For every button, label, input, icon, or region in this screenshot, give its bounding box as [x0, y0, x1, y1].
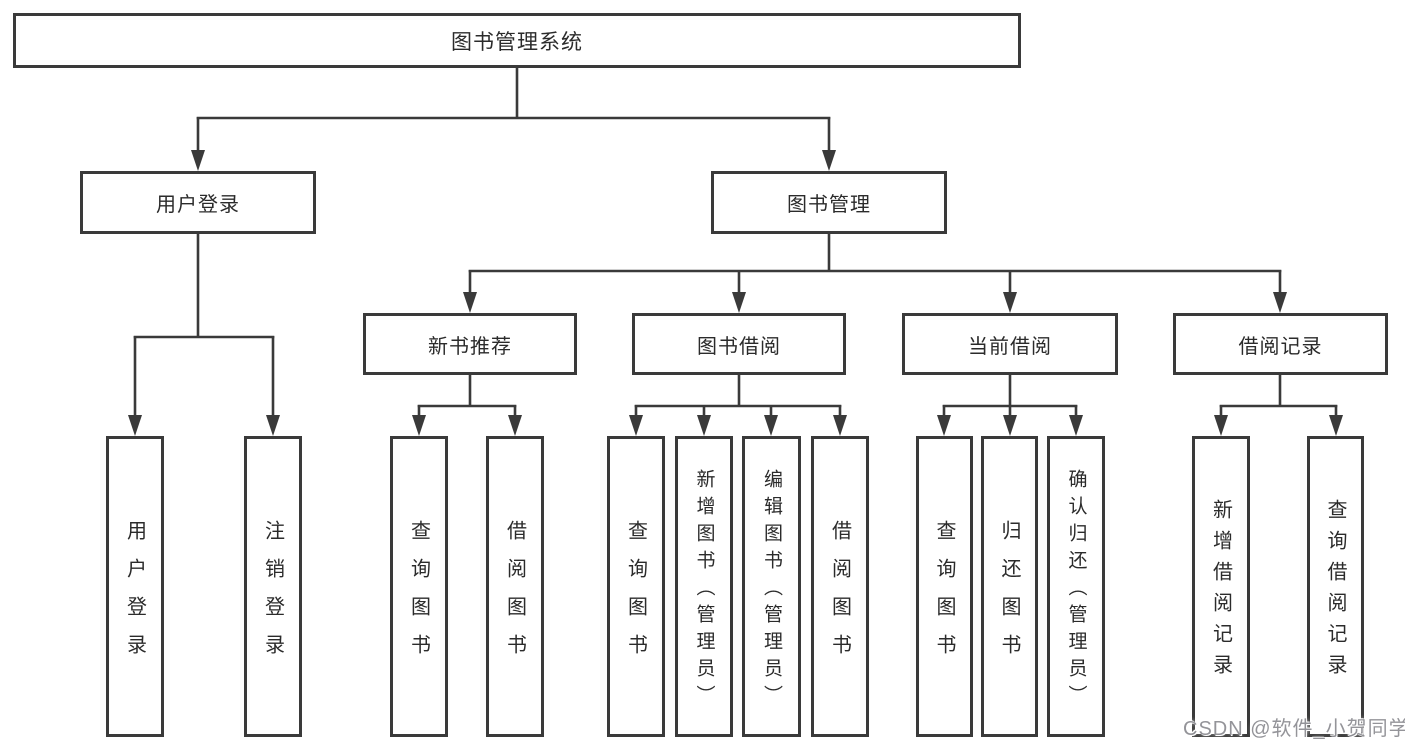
connector-root-branch — [191, 68, 836, 171]
leaf-add-borrow-record-label: 新增借阅记录 — [1209, 499, 1232, 685]
connector-borrow-record-branch — [1214, 375, 1343, 436]
node-current-borrow-label: 当前借阅 — [968, 335, 1052, 358]
node-new-book-recommend-label: 新书推荐 — [428, 335, 512, 358]
leaf-add-book-admin-label: 新增图书（管理员） — [693, 469, 715, 712]
leaf-query-books-current: 查询图书 — [916, 436, 973, 737]
node-current-borrow: 当前借阅 — [902, 313, 1118, 375]
connector-user-login-branch — [128, 234, 280, 436]
connector-book-mgmt-branch — [463, 234, 1287, 313]
connector-current-borrow-branch — [937, 375, 1083, 436]
leaf-add-book-admin: 新增图书（管理员） — [675, 436, 733, 737]
node-book-management-label: 图书管理 — [787, 194, 871, 216]
node-borrow-records: 借阅记录 — [1173, 313, 1388, 375]
leaf-confirm-return-admin-label: 确认归还（管理员） — [1065, 469, 1087, 712]
leaf-return-book-label: 归还图书 — [998, 519, 1020, 672]
leaf-confirm-return-admin: 确认归还（管理员） — [1047, 436, 1105, 737]
leaf-user-login-label: 用户登录 — [123, 519, 146, 672]
leaf-edit-book-admin: 编辑图书（管理员） — [742, 436, 801, 737]
node-user-login-label: 用户登录 — [156, 194, 240, 216]
leaf-query-books-current-label: 查询图书 — [933, 519, 955, 672]
node-new-book-recommend: 新书推荐 — [363, 313, 577, 375]
leaf-logout-label: 注销登录 — [261, 519, 284, 672]
node-user-login: 用户登录 — [80, 171, 316, 234]
leaf-user-login: 用户登录 — [106, 436, 164, 737]
node-library-system: 图书管理系统 — [13, 13, 1021, 68]
leaf-query-books-recommend-label: 查询图书 — [407, 519, 430, 672]
leaf-borrow-books-label: 借阅图书 — [828, 519, 851, 672]
leaf-borrow-books-recommend-label: 借阅图书 — [503, 519, 526, 672]
leaf-query-borrow-record: 查询借阅记录 — [1307, 436, 1364, 737]
connector-new-book-branch — [412, 375, 522, 436]
leaf-query-borrow-record-label: 查询借阅记录 — [1324, 499, 1346, 685]
leaf-query-books-recommend: 查询图书 — [390, 436, 448, 737]
node-book-borrow-label: 图书借阅 — [697, 335, 781, 358]
leaf-borrow-books-recommend: 借阅图书 — [486, 436, 544, 737]
leaf-return-book: 归还图书 — [981, 436, 1038, 737]
connector-book-borrow-branch — [629, 375, 847, 436]
node-library-system-label: 图书管理系统 — [451, 30, 583, 54]
leaf-query-books-borrow: 查询图书 — [607, 436, 665, 737]
csdn-watermark: CSDN @软件_小贺同学 — [1183, 718, 1405, 740]
leaf-edit-book-admin-label: 编辑图书（管理员） — [761, 469, 782, 712]
leaf-borrow-books: 借阅图书 — [811, 436, 869, 737]
leaf-query-books-borrow-label: 查询图书 — [624, 519, 647, 672]
leaf-add-borrow-record: 新增借阅记录 — [1192, 436, 1250, 737]
node-book-management: 图书管理 — [711, 171, 947, 234]
node-borrow-records-label: 借阅记录 — [1238, 335, 1323, 358]
leaf-logout: 注销登录 — [244, 436, 302, 737]
node-book-borrow: 图书借阅 — [632, 313, 846, 375]
